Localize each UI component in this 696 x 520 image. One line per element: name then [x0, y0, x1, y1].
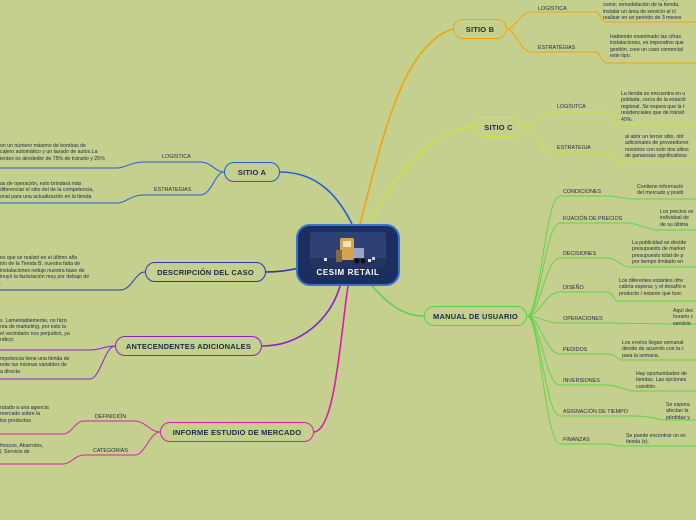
node-sitio-a[interactable]: SITIO A — [224, 162, 280, 182]
node-sitio-b[interactable]: SITIO B — [453, 19, 507, 39]
manual-pedidos-label[interactable]: PEDIDOS — [563, 347, 588, 353]
node-antecedentes-adicionales[interactable]: ANTECENDENTES ADICIONALES — [115, 336, 262, 356]
node-informe-estudio-mercado-title: INFORME ESTUDIO DE MERCADO — [172, 427, 302, 437]
node-descripcion-caso-title: DESCRIPCIÓN DEL CASO — [157, 267, 254, 277]
manual-decisiones-label[interactable]: DECISIONES — [563, 251, 597, 257]
node-manual-usuario[interactable]: MANUAL DE USUARIO — [424, 306, 527, 326]
sitio-b-logistica-text: está un poco deteriorado y probacomo; re… — [603, 0, 682, 22]
manual-inversiones-label[interactable]: INVERSIONES — [563, 378, 600, 384]
manual-diseno-label[interactable]: DISEÑO — [563, 285, 584, 291]
sitio-a-estrategias-label[interactable]: ESTRATEGIAS — [154, 187, 192, 193]
node-sitio-c[interactable]: SITIO C — [474, 117, 523, 137]
central-title: CESIM RETAIL — [316, 268, 380, 277]
manual-finanzas-label[interactable]: FINANZAS — [563, 437, 590, 443]
sitio-a-logistica-label[interactable]: LOGÍSTICA — [162, 154, 191, 160]
node-sitio-c-title: SITIO C — [484, 122, 513, 132]
retail-store-illustration-icon — [310, 232, 386, 268]
node-sitio-a-title: SITIO A — [237, 167, 267, 177]
node-antecedentes-adicionales-title: ANTECENDENTES ADICIONALES — [125, 341, 252, 351]
node-manual-usuario-title: MANUAL DE USUARIO — [433, 311, 518, 321]
manual-operaciones-label[interactable]: OPERACIONES — [563, 316, 603, 322]
sitio-c-estrategia-label[interactable]: ESTRATEGIA — [557, 145, 591, 151]
node-sitio-b-title: SITIO B — [465, 24, 495, 34]
node-descripcion-caso[interactable]: DESCRIPCIÓN DEL CASO — [145, 262, 266, 282]
node-informe-estudio-mercado[interactable]: INFORME ESTUDIO DE MERCADO — [160, 422, 314, 442]
manual-fijacion-precios-label[interactable]: FIJACIÓN DE PRECIOS — [563, 216, 623, 222]
sitio-b-logistica-label[interactable]: LOGÍSTICA — [538, 6, 567, 12]
sitio-c-logistica-label[interactable]: LOGÍSITCA — [557, 104, 586, 110]
informe-definicion-label[interactable]: DEFINICIÓN — [95, 414, 127, 420]
central-node[interactable]: CESIM RETAIL — [296, 224, 400, 286]
informe-categorias-label[interactable]: CATEGORÍAS — [93, 448, 128, 454]
manual-asignacion-tiempo-label[interactable]: ASIGNACIÓN DE TIEMPO — [563, 409, 628, 415]
sitio-b-estrategias-label[interactable]: ESTRATÉGIAS — [538, 45, 576, 51]
informe-categorias-text: frescos, Abarrotes,l, Servicio de — [0, 443, 44, 456]
manual-condiciones-label[interactable]: CONDICIONES — [563, 189, 602, 195]
